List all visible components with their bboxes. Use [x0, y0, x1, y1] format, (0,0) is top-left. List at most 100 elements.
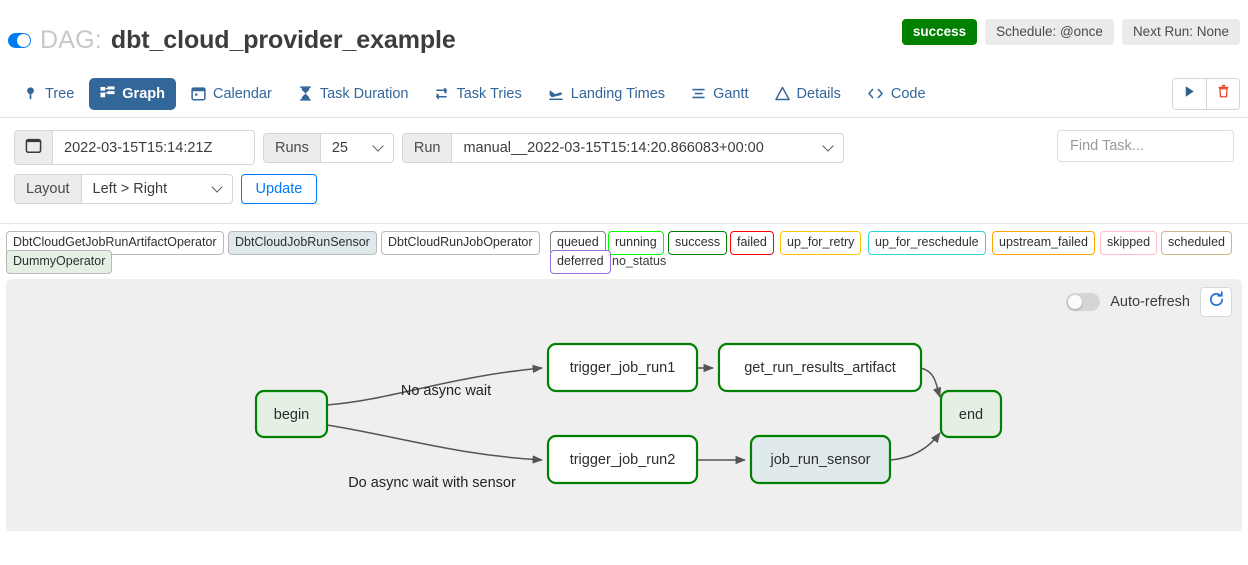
layout-label: Layout	[14, 174, 82, 204]
node-label: trigger_job_run1	[570, 360, 676, 376]
calendar-icon	[191, 86, 206, 101]
page-header: DAG: dbt_cloud_provider_example success …	[0, 0, 1248, 70]
hourglass-icon	[298, 86, 313, 101]
auto-refresh-toggle[interactable]	[1066, 293, 1101, 311]
execution-date-input[interactable]: 2022-03-15T15:14:21Z	[52, 130, 255, 165]
graph-icon	[100, 86, 115, 101]
tab-landing-times[interactable]: Landing Times	[537, 78, 676, 110]
tab-list: Tree Graph	[12, 77, 937, 110]
legend-state-chip[interactable]: failed	[730, 231, 774, 255]
legend-operator-chip[interactable]: DummyOperator	[6, 250, 113, 274]
controls-row-1: 2022-03-15T15:14:21Z Runs 25 Run manual_…	[14, 130, 1234, 165]
edge-begin-to-trigger_job_run2	[326, 424, 544, 464]
next-run-badge: Next Run: None	[1121, 19, 1240, 45]
legend-operator-chip[interactable]: DbtCloudGetJobRunArtifactOperator	[6, 231, 224, 255]
legend-state-chip[interactable]: upstream_failed	[992, 231, 1095, 255]
update-button[interactable]: Update	[240, 174, 318, 204]
dag-pause-toggle-icon[interactable]	[8, 33, 31, 48]
tab-label: Code	[890, 85, 926, 102]
edge-begin-to-trigger_job_run1	[326, 364, 544, 406]
tab-label: Calendar	[212, 85, 272, 102]
layout-select[interactable]: Left > Right	[80, 174, 233, 204]
graph-node-end[interactable]: end	[939, 389, 1003, 439]
graph-edges	[326, 363, 941, 465]
status-badge: success	[901, 19, 978, 45]
gantt-icon	[691, 86, 706, 101]
runs-group: Runs 25	[263, 132, 394, 163]
landing-plane-icon	[548, 86, 564, 101]
node-label: begin	[274, 407, 309, 423]
calendar-icon	[25, 137, 42, 158]
legend-state-chip[interactable]: up_for_reschedule	[868, 231, 986, 255]
trigger-dag-button[interactable]	[1173, 78, 1206, 109]
edge-job_run_sensor-to-end	[889, 432, 941, 461]
legend-state-chip[interactable]: skipped	[1100, 231, 1158, 255]
graph-node-job_run_sensor[interactable]: job_run_sensor	[749, 434, 892, 485]
page-title: dbt_cloud_provider_example	[110, 26, 456, 54]
tab-calendar[interactable]: Calendar	[180, 78, 283, 110]
legend-state-chip[interactable]: success	[668, 231, 728, 255]
node-label: job_run_sensor	[770, 452, 871, 468]
schedule-badge[interactable]: Schedule: @once	[985, 19, 1114, 45]
legend-no-status-label: no_status	[612, 254, 667, 268]
legend-operator-chip[interactable]: DbtCloudJobRunSensor	[228, 231, 377, 255]
tab-action-group	[1172, 77, 1240, 110]
warning-triangle-icon	[774, 86, 790, 101]
tab-details[interactable]: Details	[764, 78, 852, 110]
edge-get_run_results_artifact-to-end	[920, 367, 941, 398]
dag-graph-canvas[interactable]: No async wait Do async wait with sensor …	[6, 279, 1242, 531]
trash-icon	[1217, 84, 1230, 103]
tab-label: Details	[796, 85, 841, 102]
retry-icon	[434, 86, 449, 101]
legend-state-chip[interactable]: up_for_retry	[780, 231, 862, 255]
tab-label: Task Tries	[456, 85, 522, 102]
tree-icon	[23, 86, 38, 101]
refresh-button[interactable]	[1200, 287, 1232, 317]
tab-label: Gantt	[713, 85, 749, 102]
calendar-picker-button[interactable]	[14, 130, 53, 165]
play-icon	[1183, 85, 1196, 103]
date-group: 2022-03-15T15:14:21Z	[14, 130, 255, 165]
tab-task-tries[interactable]: Task Tries	[423, 78, 532, 110]
tab-gantt[interactable]: Gantt	[680, 78, 759, 110]
legend-state-chip[interactable]: scheduled	[1161, 231, 1232, 255]
tab-task-duration[interactable]: Task Duration	[287, 78, 420, 110]
legend-state-chip[interactable]: deferred	[550, 250, 611, 274]
node-label: get_run_results_artifact	[744, 360, 896, 376]
controls-row-2: Layout Left > Right Update	[14, 174, 1234, 204]
tab-code[interactable]: Code	[856, 78, 937, 110]
layout-group: Layout Left > Right	[14, 174, 233, 204]
tab-label: Tree	[45, 85, 75, 102]
graph-toolbar: Auto-refresh	[1066, 287, 1232, 317]
view-tabbar: Tree Graph	[0, 70, 1248, 118]
find-task-input[interactable]: Find Task...	[1057, 130, 1234, 162]
graph-node-trigger_job_run2[interactable]: trigger_job_run2	[546, 434, 699, 485]
dag-label: DAG:	[40, 26, 102, 54]
run-controls: 2022-03-15T15:14:21Z Runs 25 Run manual_…	[0, 118, 1248, 224]
runs-select[interactable]: 25	[319, 132, 394, 163]
graph-node-begin[interactable]: begin	[254, 389, 329, 439]
node-label: trigger_job_run2	[570, 452, 676, 468]
run-label: Run	[401, 132, 453, 163]
auto-refresh-label: Auto-refresh	[1110, 294, 1190, 310]
dag-title-group: DAG: dbt_cloud_provider_example	[8, 26, 456, 55]
runs-label: Runs	[263, 132, 321, 163]
legend-state-chip[interactable]: running	[608, 231, 664, 255]
edge-label-do-async-wait: Do async wait with sensor	[348, 475, 516, 491]
graph-node-trigger_job_run1[interactable]: trigger_job_run1	[546, 342, 699, 393]
tab-label: Graph	[122, 85, 165, 102]
run-select[interactable]: manual__2022-03-15T15:14:20.866083+00:00	[451, 132, 845, 163]
tab-label: Task Duration	[319, 85, 409, 102]
graph-node-get_run_results_artifact[interactable]: get_run_results_artifact	[717, 342, 923, 393]
dag-graph-panel: Auto-refresh No async wait	[6, 279, 1242, 531]
legend-operator-chip[interactable]: DbtCloudRunJobOperator	[381, 231, 540, 255]
run-group: Run manual__2022-03-15T15:14:20.866083+0…	[401, 132, 845, 163]
tab-graph[interactable]: Graph	[89, 77, 176, 110]
tab-label: Landing Times	[570, 85, 666, 102]
delete-dag-button[interactable]	[1206, 78, 1239, 109]
tab-tree[interactable]: Tree	[12, 78, 85, 110]
refresh-icon	[1208, 291, 1225, 313]
header-badge-group: success Schedule: @once Next Run: None	[901, 19, 1240, 45]
legend-bar: DbtCloudGetJobRunArtifactOperator DbtClo…	[0, 224, 1248, 279]
code-brackets-icon	[867, 86, 884, 101]
